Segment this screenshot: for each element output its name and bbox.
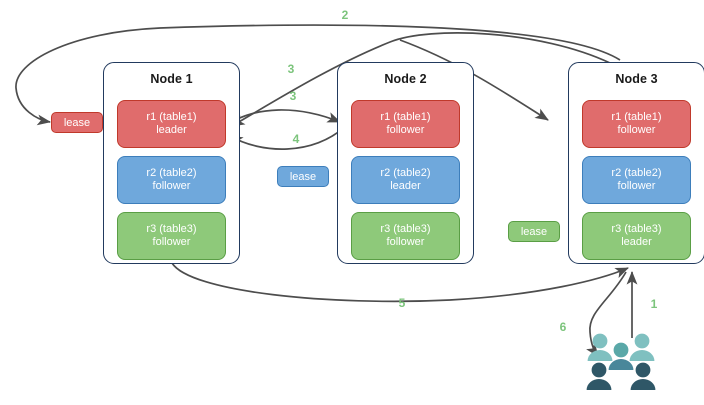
replica-name: r2 (table2) [611,166,662,179]
replica-name: r3 (table3) [380,222,431,235]
replica-r2[interactable]: r2 (table2) follower [117,156,226,204]
replica-role: leader [390,180,421,192]
step-label-5: 5 [398,296,406,310]
replica-role: follower [386,124,425,136]
node-container-3[interactable]: Node 3 r1 (table1) follower r2 (table2) … [568,62,704,264]
replica-r1[interactable]: r1 (table1) follower [582,100,691,148]
replica-r3[interactable]: r3 (table3) follower [117,212,226,260]
replica-name: r1 (table1) [611,110,662,123]
replica-role: follower [617,180,656,192]
replica-name: r2 (table2) [146,166,197,179]
users-icon [586,333,656,390]
replica-r3[interactable]: r3 (table3) leader [582,212,691,260]
replica-name: r3 (table3) [146,222,197,235]
replica-r1[interactable]: r1 (table1) leader [117,100,226,148]
replica-role: follower [386,236,425,248]
replica-r2[interactable]: r2 (table2) follower [582,156,691,204]
replica-role: leader [156,124,187,136]
replica-r2[interactable]: r2 (table2) leader [351,156,460,204]
step-label-4: 4 [292,132,300,146]
step-label-6: 6 [559,320,567,334]
replica-r3[interactable]: r3 (table3) follower [351,212,460,260]
replica-r1[interactable]: r1 (table1) follower [351,100,460,148]
replica-name: r1 (table1) [146,110,197,123]
lease-chip-red[interactable]: lease [51,112,103,133]
replica-name: r1 (table1) [380,110,431,123]
step-label-3-outbound: 3 [289,89,297,103]
node-container-2[interactable]: Node 2 r1 (table1) follower r2 (table2) … [337,62,474,264]
replica-name: r2 (table2) [380,166,431,179]
lease-chip-green[interactable]: lease [508,221,560,242]
node-title: Node 2 [384,72,427,86]
replica-role: follower [152,236,191,248]
step-label-1: 1 [650,297,658,311]
node-title: Node 1 [150,72,193,86]
lease-chip-blue[interactable]: lease [277,166,329,187]
replica-role: leader [621,236,652,248]
replica-role: follower [152,180,191,192]
step-label-3-inbound: 3 [287,62,295,76]
step-label-2: 2 [341,8,349,22]
replica-name: r3 (table3) [611,222,662,235]
replica-role: follower [617,124,656,136]
node-container-1[interactable]: Node 1 r1 (table1) leader r2 (table2) fo… [103,62,240,264]
node-title: Node 3 [615,72,658,86]
